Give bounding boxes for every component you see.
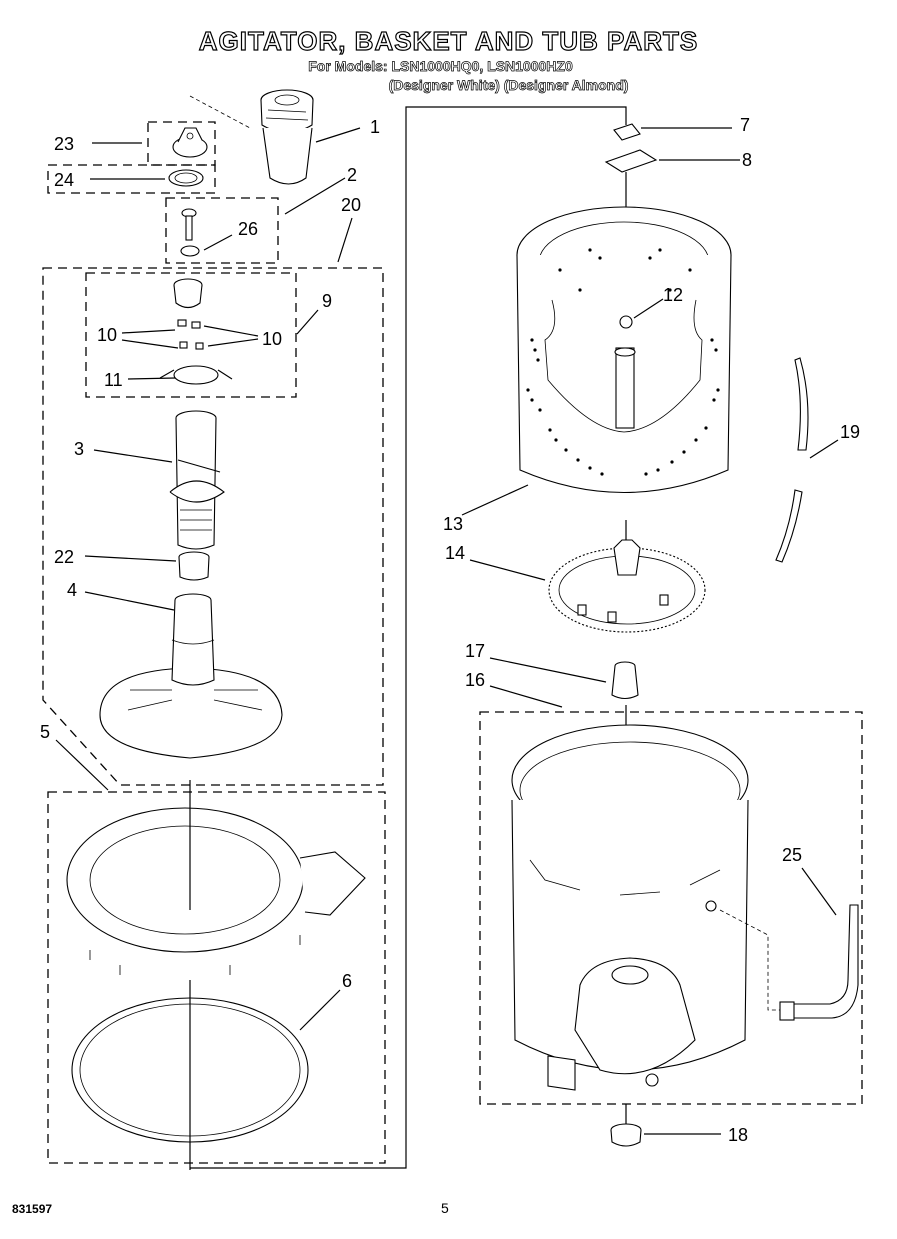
callout-7: 7 bbox=[740, 115, 750, 135]
callout-10-right: 10 bbox=[262, 329, 282, 349]
box-16 bbox=[479, 711, 863, 1105]
callout-5: 5 bbox=[40, 722, 50, 742]
callout-25: 25 bbox=[782, 845, 802, 865]
part-12-nut bbox=[619, 315, 633, 329]
callout-6: 6 bbox=[342, 971, 352, 991]
callout-labels: 1 2 3 4 5 6 7 8 9 10 10 11 12 13 14 16 1… bbox=[40, 115, 860, 1145]
callout-4: 4 bbox=[67, 580, 77, 600]
callout-2: 2 bbox=[347, 165, 357, 185]
part-19-tube bbox=[775, 357, 809, 563]
part-8-nut bbox=[604, 149, 658, 173]
box-20 bbox=[42, 267, 384, 786]
part-24-seal bbox=[168, 169, 204, 187]
callout-10-left: 10 bbox=[97, 325, 117, 345]
callout-3: 3 bbox=[74, 439, 84, 459]
part-13-basket bbox=[516, 206, 732, 493]
callout-13: 13 bbox=[443, 514, 463, 534]
connector-line bbox=[190, 106, 627, 1169]
part-14-drive-plate bbox=[548, 539, 706, 633]
callout-11: 11 bbox=[104, 370, 123, 390]
part-25-hose bbox=[719, 904, 859, 1021]
leader-lines bbox=[55, 127, 839, 1135]
colors-line: (Designer White) (Designer Almond) bbox=[388, 77, 629, 94]
callout-9: 9 bbox=[322, 291, 332, 311]
part-23-cap bbox=[172, 127, 208, 158]
callout-24: 24 bbox=[54, 170, 74, 190]
callout-26: 26 bbox=[238, 219, 258, 239]
page-title: AGITATOR, BASKET AND TUB PARTS bbox=[198, 25, 699, 56]
callout-16: 16 bbox=[465, 670, 485, 690]
part-3-auger bbox=[169, 410, 225, 550]
box-5 bbox=[47, 791, 386, 1164]
part-5-tub-ring bbox=[66, 807, 366, 975]
part-22-bushing bbox=[178, 551, 210, 581]
models-line: For Models: LSN1000HQ0, LSN1000HZ0 bbox=[308, 58, 573, 75]
callout-1: 1 bbox=[370, 117, 380, 137]
box-9 bbox=[85, 272, 297, 398]
basket-perforations bbox=[526, 248, 720, 476]
callout-18: 18 bbox=[728, 1125, 748, 1145]
document-number: 831597 bbox=[12, 1202, 53, 1216]
callout-20: 20 bbox=[341, 195, 361, 215]
callout-22: 22 bbox=[54, 547, 74, 567]
box-24 bbox=[47, 164, 216, 194]
page-number: 5 bbox=[441, 1200, 449, 1216]
part-17-seal bbox=[611, 661, 639, 700]
callout-17: 17 bbox=[465, 641, 485, 661]
callout-23: 23 bbox=[54, 134, 74, 154]
part-9-cam bbox=[159, 278, 233, 385]
callout-19: 19 bbox=[840, 422, 860, 442]
callout-14: 14 bbox=[445, 543, 465, 563]
part-18-drain-plug bbox=[610, 1123, 642, 1147]
part-1-dispenser bbox=[189, 89, 314, 185]
part-26-bolt bbox=[180, 208, 200, 257]
part-16-outer-tub bbox=[511, 724, 749, 1091]
callout-8: 8 bbox=[742, 150, 752, 170]
callout-12: 12 bbox=[663, 285, 683, 305]
part-4-agitator-base bbox=[99, 593, 283, 759]
part-7-clip bbox=[613, 123, 641, 141]
